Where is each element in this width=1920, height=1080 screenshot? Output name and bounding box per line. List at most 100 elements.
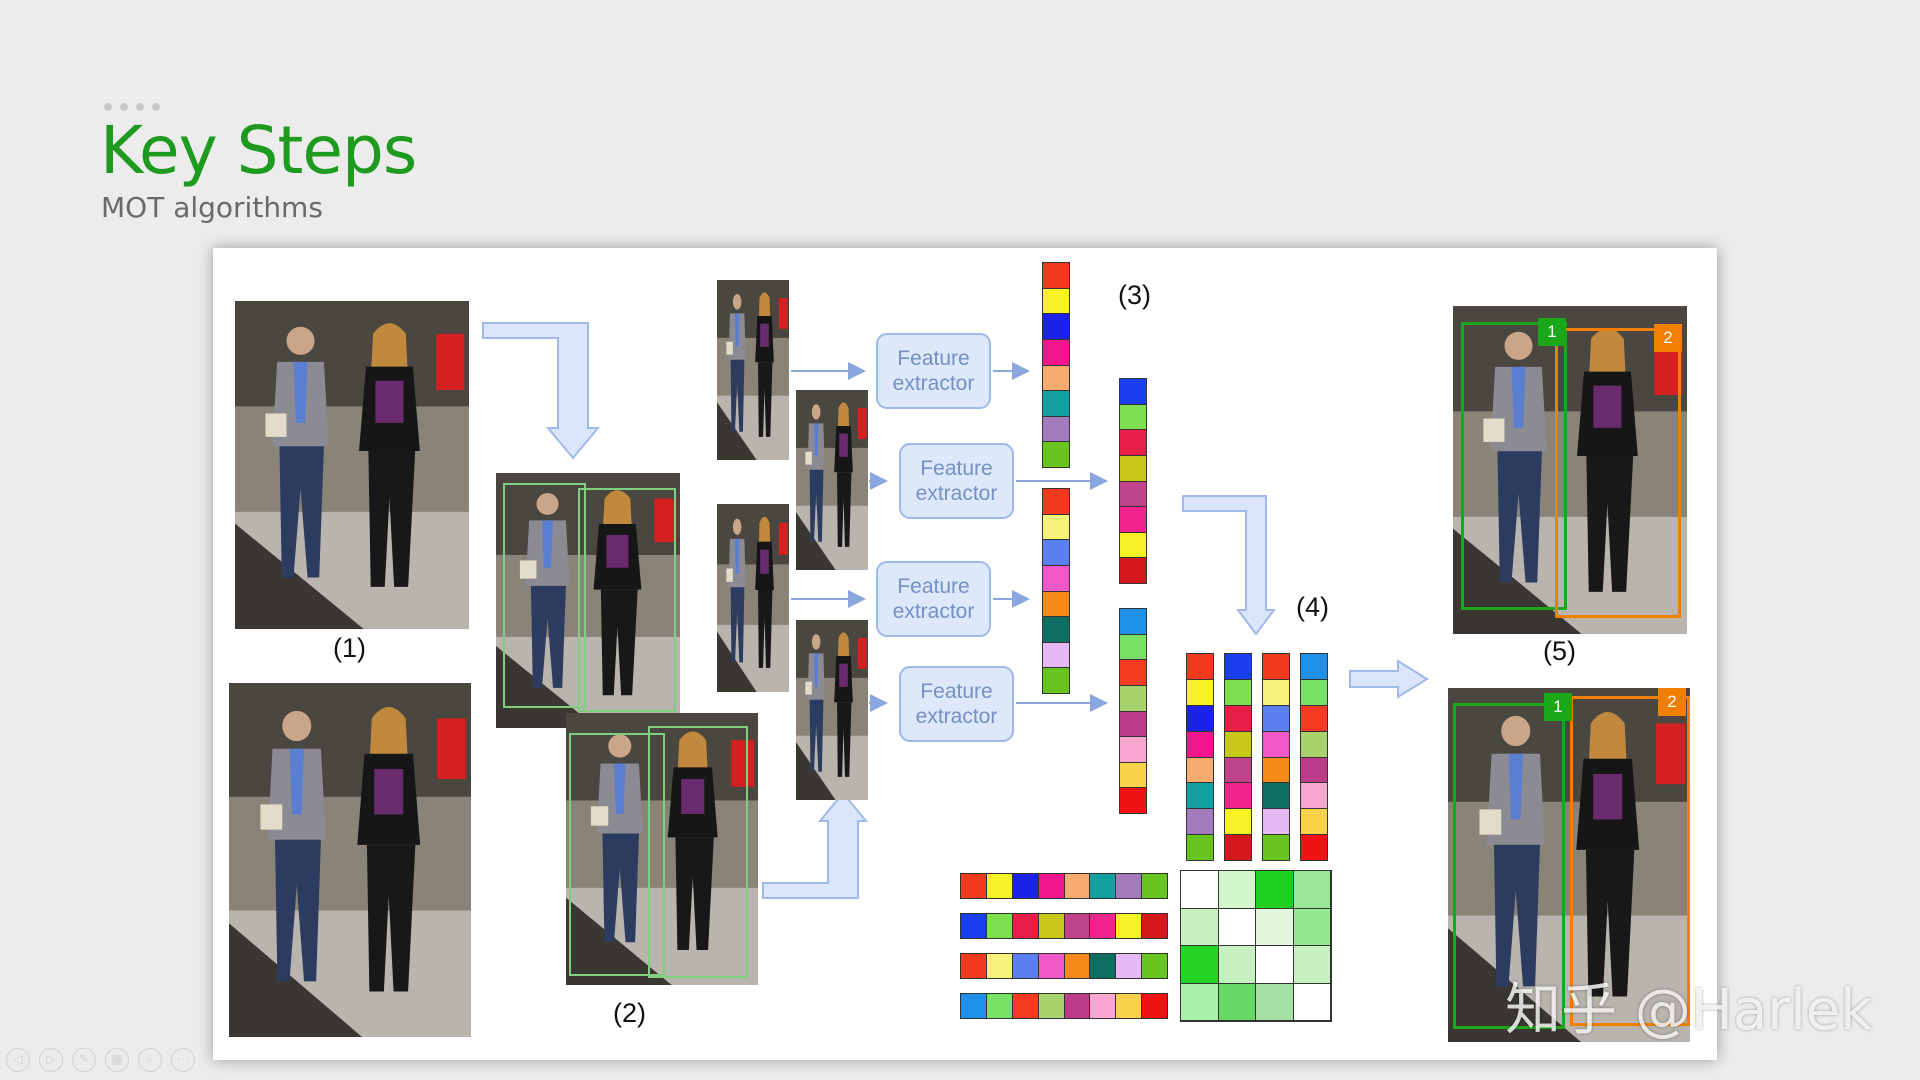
feature-cell bbox=[1043, 364, 1069, 391]
track-box-1 bbox=[1453, 703, 1565, 1029]
feature-cell bbox=[1043, 590, 1069, 617]
matrix-cell bbox=[1293, 908, 1331, 946]
feature-cell bbox=[1263, 704, 1289, 731]
feature-cell bbox=[1301, 654, 1327, 679]
feature-cell bbox=[1120, 787, 1146, 813]
step-label-4: (4) bbox=[1296, 592, 1329, 622]
association-vector-1 bbox=[1186, 653, 1214, 861]
crop-image-2 bbox=[796, 390, 868, 570]
feature-cell bbox=[1115, 914, 1142, 938]
similarity-matrix bbox=[1180, 870, 1332, 1022]
pedestrian-photo bbox=[796, 390, 868, 570]
matrix-cell bbox=[1256, 983, 1294, 1021]
matrix-cell bbox=[1293, 871, 1331, 909]
feature-cell bbox=[1063, 914, 1090, 938]
feature-cell bbox=[1301, 730, 1327, 757]
matrix-cell bbox=[1181, 871, 1219, 909]
feature-cell bbox=[1043, 616, 1069, 642]
feature-extractor-1: Feature extractor bbox=[876, 333, 991, 409]
feature-cell bbox=[1089, 994, 1116, 1018]
feature-cell bbox=[1043, 415, 1069, 442]
forward-icon[interactable]: ▷ bbox=[39, 1048, 63, 1072]
feature-cell bbox=[1037, 994, 1064, 1018]
feature-cell bbox=[1115, 994, 1142, 1018]
detection-image-t1 bbox=[496, 473, 680, 728]
feature-cell bbox=[1043, 338, 1069, 365]
association-row-vector-3 bbox=[960, 953, 1168, 979]
step-label-5: (5) bbox=[1543, 636, 1576, 666]
feature-cell bbox=[1187, 808, 1213, 835]
feature-cell bbox=[1301, 678, 1327, 705]
association-vector-3 bbox=[1262, 653, 1290, 861]
feature-cell bbox=[1225, 782, 1251, 809]
association-vector-4 bbox=[1300, 653, 1328, 861]
crop-image-4 bbox=[796, 620, 868, 800]
feature-cell bbox=[1141, 874, 1167, 898]
step-label-1: (1) bbox=[333, 633, 366, 663]
feature-cell bbox=[1263, 834, 1289, 860]
feature-cell bbox=[1043, 564, 1069, 591]
association-row-vector-2 bbox=[960, 913, 1168, 939]
feature-cell bbox=[1301, 834, 1327, 860]
feature-cell bbox=[1120, 659, 1146, 685]
feature-cell bbox=[1187, 678, 1213, 705]
crop-image-1 bbox=[717, 280, 789, 460]
more-icon[interactable]: ⋯ bbox=[171, 1048, 195, 1072]
pen-icon[interactable]: ✎ bbox=[72, 1048, 96, 1072]
feature-cell bbox=[985, 914, 1012, 938]
feature-cell bbox=[985, 994, 1012, 1018]
feature-cell bbox=[1187, 782, 1213, 809]
feature-cell bbox=[1043, 513, 1069, 540]
feature-cell bbox=[1187, 654, 1213, 679]
feature-cell bbox=[1141, 954, 1167, 978]
feature-cell bbox=[1120, 379, 1146, 404]
matrix-cell bbox=[1181, 946, 1219, 984]
slide-title: Key Steps bbox=[100, 112, 417, 189]
feature-vector-4 bbox=[1119, 608, 1147, 814]
feature-cell bbox=[1187, 834, 1213, 860]
pedestrian-photo bbox=[1453, 306, 1687, 634]
pedestrian-photo bbox=[235, 301, 469, 629]
zoom-icon[interactable]: ⌕ bbox=[138, 1048, 162, 1072]
decorative-dots bbox=[104, 103, 160, 111]
feature-cell bbox=[1141, 994, 1167, 1018]
tracked-image-t2 bbox=[1448, 688, 1690, 1042]
feature-extractor-4: Feature extractor bbox=[899, 666, 1014, 742]
matrix-cell bbox=[1181, 983, 1219, 1021]
feature-cell bbox=[1225, 730, 1251, 757]
feature-cell bbox=[1263, 654, 1289, 679]
feature-cell bbox=[1043, 667, 1069, 693]
track-id-badge-1: 1 bbox=[1538, 318, 1566, 346]
slides-icon[interactable]: ▦ bbox=[105, 1048, 129, 1072]
feature-cell bbox=[1225, 654, 1251, 679]
back-icon[interactable]: ◁ bbox=[6, 1048, 30, 1072]
matrix-cell bbox=[1293, 946, 1331, 984]
matrix-cell bbox=[1256, 871, 1294, 909]
matrix-cell bbox=[1218, 908, 1256, 946]
bend-arrow-2-to-crops bbox=[762, 791, 869, 899]
feature-cell bbox=[1037, 954, 1064, 978]
feature-cell bbox=[1187, 756, 1213, 783]
feature-cell bbox=[1120, 506, 1146, 532]
tracked-image-t1 bbox=[1453, 306, 1687, 634]
feature-cell bbox=[1115, 954, 1142, 978]
feature-cell bbox=[1120, 403, 1146, 430]
feature-cell bbox=[1301, 808, 1327, 835]
matrix-cell bbox=[1256, 946, 1294, 984]
slide-subtitle: MOT algorithms bbox=[101, 191, 323, 224]
track-id-badge-1: 1 bbox=[1544, 693, 1572, 721]
track-box-1 bbox=[1461, 322, 1567, 610]
feature-vector-3 bbox=[1042, 488, 1070, 694]
track-id-badge-2: 2 bbox=[1658, 688, 1686, 716]
track-box-2 bbox=[1555, 328, 1681, 618]
pedestrian-photo bbox=[566, 713, 758, 985]
feature-cell bbox=[1011, 914, 1038, 938]
feature-cell bbox=[1120, 557, 1146, 583]
feature-cell bbox=[1043, 263, 1069, 288]
feature-cell bbox=[1043, 441, 1069, 467]
feature-cell bbox=[1115, 874, 1142, 898]
step-label-3: (3) bbox=[1118, 280, 1151, 310]
feature-cell bbox=[961, 954, 986, 978]
feature-cell bbox=[1120, 736, 1146, 762]
feature-cell bbox=[1301, 782, 1327, 809]
